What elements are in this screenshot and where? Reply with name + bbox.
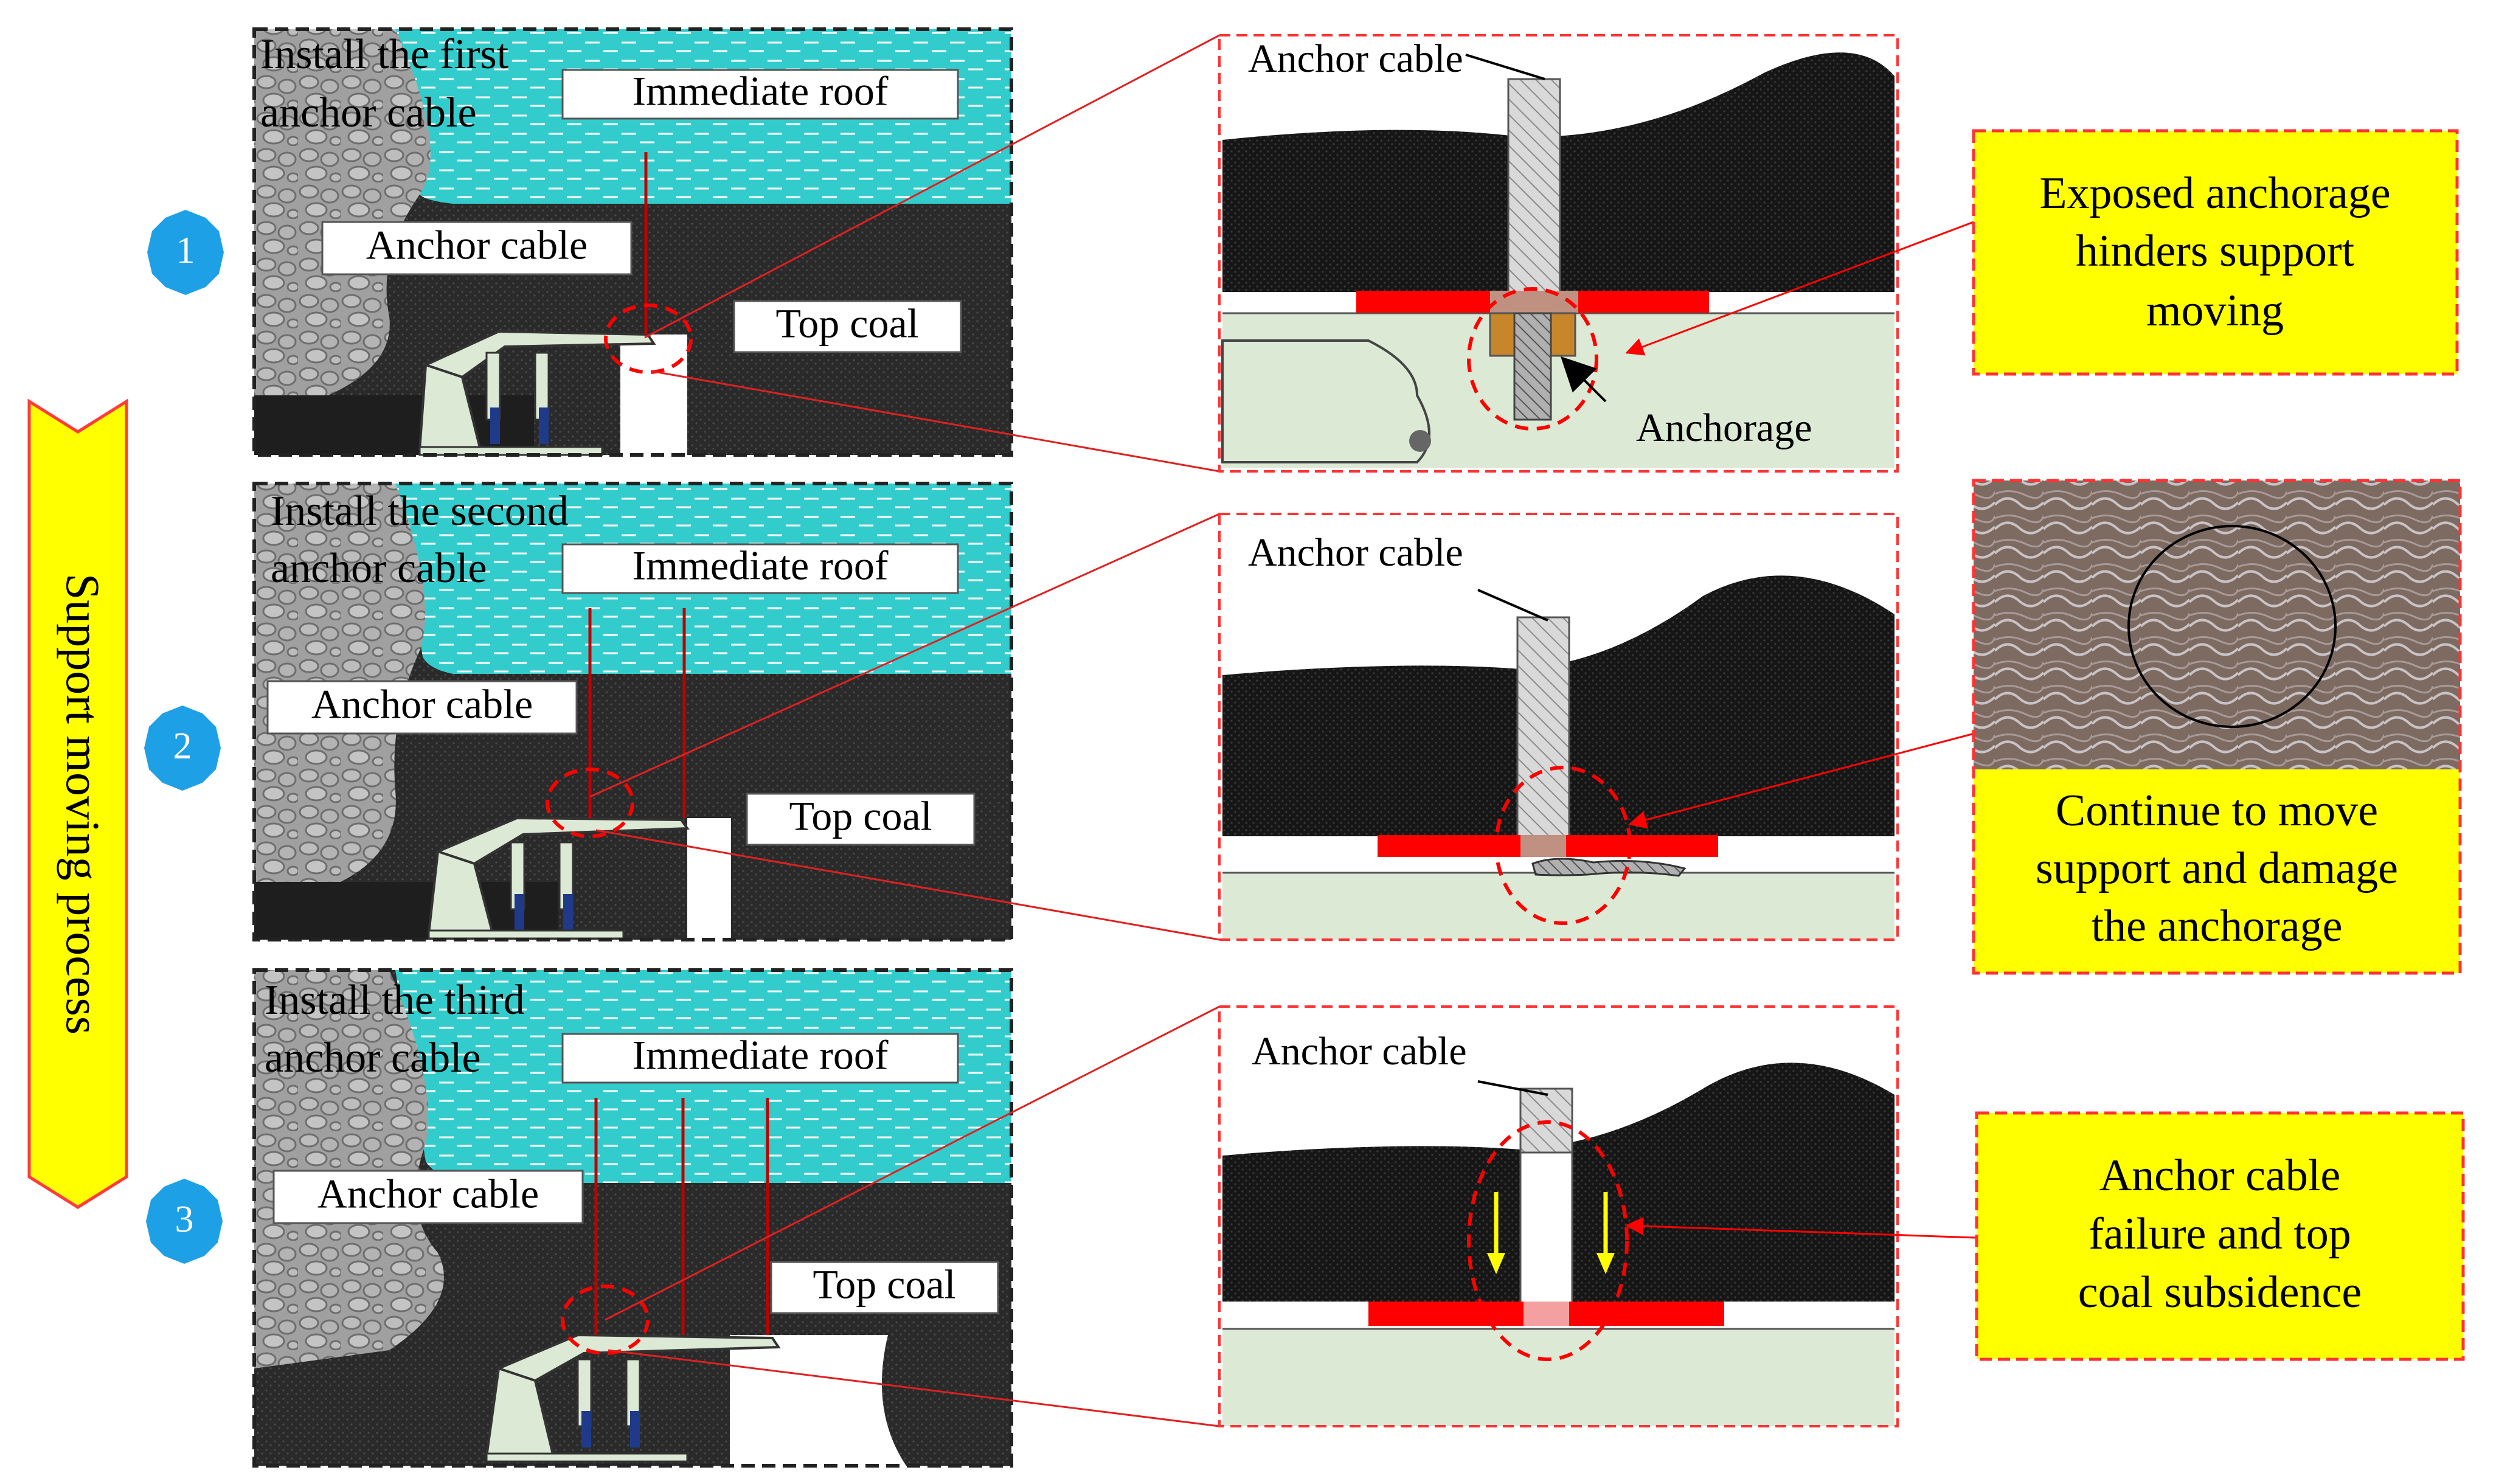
callout-leaders [1625,221,1977,1239]
hydraulic-support [418,330,656,456]
svg-text:the anchorage: the anchorage [2092,901,2343,951]
cable-label: Anchor cable [311,681,533,727]
step-panel-1: Immediate roof Anchor cable Top coal Ins… [252,27,1013,457]
focus-circle [546,768,634,838]
detail-cable-label: Anchor cable [1248,36,1463,81]
roof-label: Immediate roof [632,68,888,114]
svg-text:moving: moving [2146,286,2284,336]
step-badge-3: 3 [146,1179,223,1264]
detail-panel-3: Anchor cable [1218,1005,1899,1427]
callout-1: Exposed anchorage hinders support moving [1972,129,2459,376]
svg-text:Exposed anchorage: Exposed anchorage [2039,168,2390,218]
step-panel-3: Immediate roof Anchor cable Top coal Ins… [252,968,1013,1468]
detail-cable-label: Anchor cable [1248,530,1463,575]
roof-label: Immediate roof [632,1032,888,1078]
svg-text:2: 2 [173,726,192,767]
hydraulic-support [427,816,690,940]
svg-text:Continue to move: Continue to move [2056,786,2378,836]
coal-label: Top coal [789,793,932,839]
step-title-line2: anchor cable [265,1035,481,1081]
step-title-line1: Install the second [271,488,569,535]
step-title-line1: Install the first [260,31,509,78]
callout-2: Continue to move support and damage the … [1972,479,2462,975]
cable-label: Anchor cable [366,222,588,268]
process-arrow: Support moving process [27,398,128,1209]
focus-circle [1494,766,1632,925]
focus-circle [561,1285,650,1355]
step-badge-1: 1 [147,210,224,295]
step-title-line1: Install the third [265,977,525,1024]
hydraulic-support [485,1333,781,1463]
step-badge-2: 2 [144,706,221,791]
cable-label: Anchor cable [317,1171,539,1217]
process-arrow-label: Support moving process [57,574,109,1035]
svg-text:Anchor cable: Anchor cable [2099,1151,2341,1201]
callout-3: Anchor cable failure and top coal subsid… [1975,1111,2465,1361]
svg-text:support and damage: support and damage [2036,844,2398,893]
detail-panel-1: Anchor cable Anchorage [1218,34,1899,473]
svg-text:hinders support: hinders support [2076,226,2355,276]
step-title-line2: anchor cable [271,545,487,592]
step-title-line2: anchor cable [260,89,477,136]
anchorage-label: Anchorage [1636,406,1812,450]
focus-circle [604,303,693,374]
anchorage-photo [1974,480,2460,769]
svg-text:coal subsidence: coal subsidence [2078,1267,2362,1317]
detail-panel-2: Anchor cable [1218,513,1899,941]
svg-text:failure and top: failure and top [2089,1209,2351,1259]
roof-label: Immediate roof [632,543,888,589]
detail-cable-label: Anchor cable [1252,1029,1467,1073]
coal-label: Top coal [813,1261,955,1308]
coal-label: Top coal [775,300,918,347]
focus-circle [1467,1120,1629,1361]
zoom-lines [589,34,1220,1427]
step-panel-2: Immediate roof Anchor cable Top coal Ins… [252,482,1013,941]
svg-text:3: 3 [175,1199,194,1240]
svg-text:1: 1 [176,230,195,271]
